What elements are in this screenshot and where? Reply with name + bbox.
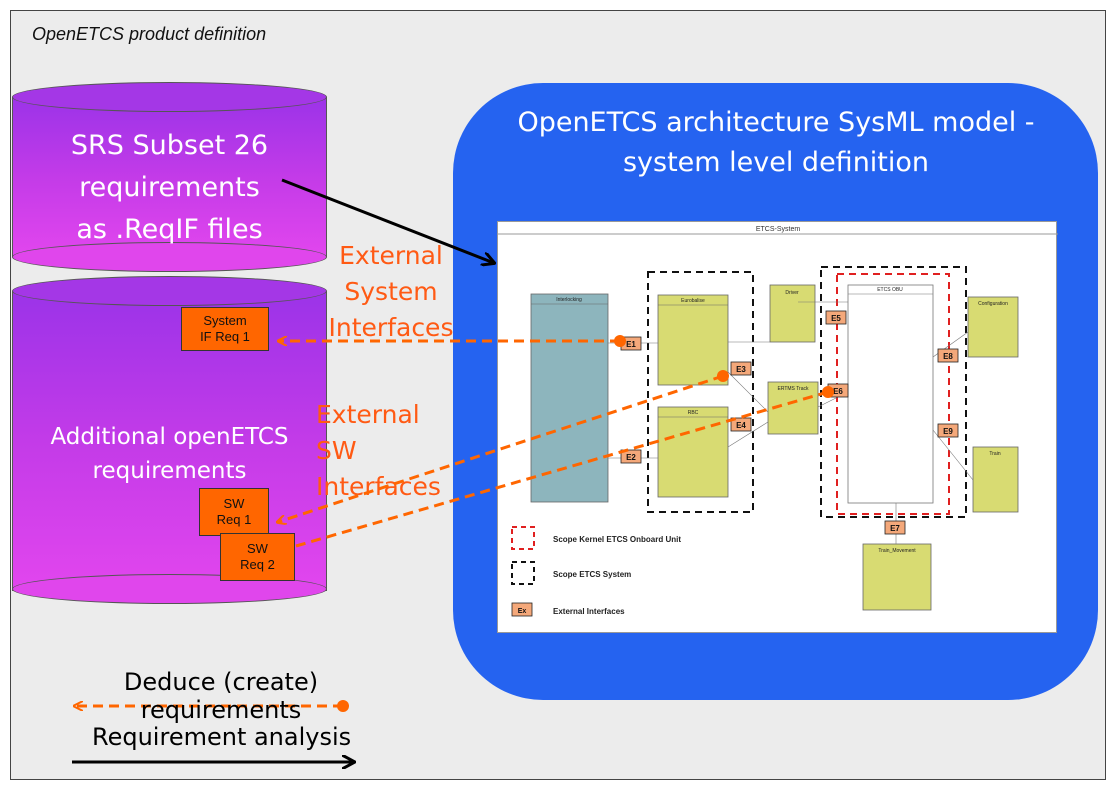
interface-e2: E2 bbox=[626, 453, 636, 462]
block-eurobalise bbox=[657, 294, 729, 386]
interface-e9: E9 bbox=[943, 427, 953, 436]
interface-e4: E4 bbox=[736, 421, 746, 430]
legend-deduce-text: Deduce (create)requirements bbox=[123, 668, 319, 724]
block-train bbox=[972, 446, 1019, 513]
inner-legend: Scope Kernel ETCS Onboard Unit Scope ETC… bbox=[511, 526, 681, 617]
legend-kernel: Scope Kernel ETCS Onboard Unit bbox=[553, 535, 681, 544]
block-rbc bbox=[657, 406, 729, 498]
deduce-arrow-sw1-origin bbox=[717, 370, 729, 382]
block-driver bbox=[769, 284, 816, 343]
interface-boxes: E1 E2 E3 E4 E5 E6 E7 E8 E9 bbox=[620, 310, 959, 535]
srs-cylinder-text: SRS Subset 26 requirements as .ReqIF fil… bbox=[70, 130, 269, 245]
legend-ex: Ex bbox=[518, 608, 527, 615]
additional-cylinder-text: Additional openETCS requirements bbox=[50, 424, 289, 484]
label-interlocking: Interlocking bbox=[556, 297, 582, 303]
deduce-arrow-sw2-origin bbox=[822, 386, 834, 398]
interface-e5: E5 bbox=[831, 314, 841, 323]
architecture-title: OpenETCS architecture SysML model - syst… bbox=[517, 107, 1035, 178]
label-ertms-track: ERTMS Track bbox=[777, 386, 809, 392]
label-train: Train bbox=[989, 451, 1000, 457]
legend-system: Scope ETCS System bbox=[553, 570, 631, 579]
label-driver: Driver bbox=[785, 290, 799, 296]
block-etcs-obu bbox=[847, 284, 934, 504]
srs-cylinder bbox=[12, 82, 327, 272]
legend-analysis-text: Requirement analysis bbox=[92, 723, 352, 751]
scope-kernel bbox=[836, 273, 950, 515]
scope-system-left bbox=[647, 271, 754, 513]
page-title: OpenETCS product definition bbox=[32, 24, 267, 44]
deduce-arrow-sw1 bbox=[278, 374, 724, 522]
interface-e8: E8 bbox=[943, 352, 953, 361]
legend-deduce-arrow-origin bbox=[337, 700, 349, 712]
analysis-arrow bbox=[281, 178, 494, 263]
label-etcs-obu: ETCS OBU bbox=[877, 287, 903, 293]
block-configuration bbox=[967, 296, 1019, 358]
diagram-frame-title: ETCS-System bbox=[756, 226, 801, 233]
label-train-movement: Train_Movement bbox=[878, 548, 916, 554]
label-eurobalise: Eurobalise bbox=[681, 298, 705, 304]
deduce-arrow-sw2 bbox=[295, 390, 829, 548]
block-train-movement bbox=[862, 543, 932, 611]
interface-e7: E7 bbox=[890, 524, 900, 533]
deduce-arrow-system-if-origin bbox=[614, 335, 626, 347]
etcs-system-diagram: ETCS-System Interlocking Eurobalise RBC … bbox=[497, 221, 1058, 633]
interface-e6: E6 bbox=[833, 387, 843, 396]
legend-external: External Interfaces bbox=[553, 607, 625, 616]
block-interlocking bbox=[530, 293, 609, 503]
etcs-diagram-svg: ETCS-System Interlocking Eurobalise RBC … bbox=[498, 226, 1058, 617]
interface-e3: E3 bbox=[736, 365, 746, 374]
scope-system-right bbox=[820, 266, 967, 518]
label-configuration: Configuration bbox=[978, 301, 1008, 307]
label-rbc: RBC bbox=[688, 410, 699, 416]
interface-e1: E1 bbox=[626, 340, 636, 349]
